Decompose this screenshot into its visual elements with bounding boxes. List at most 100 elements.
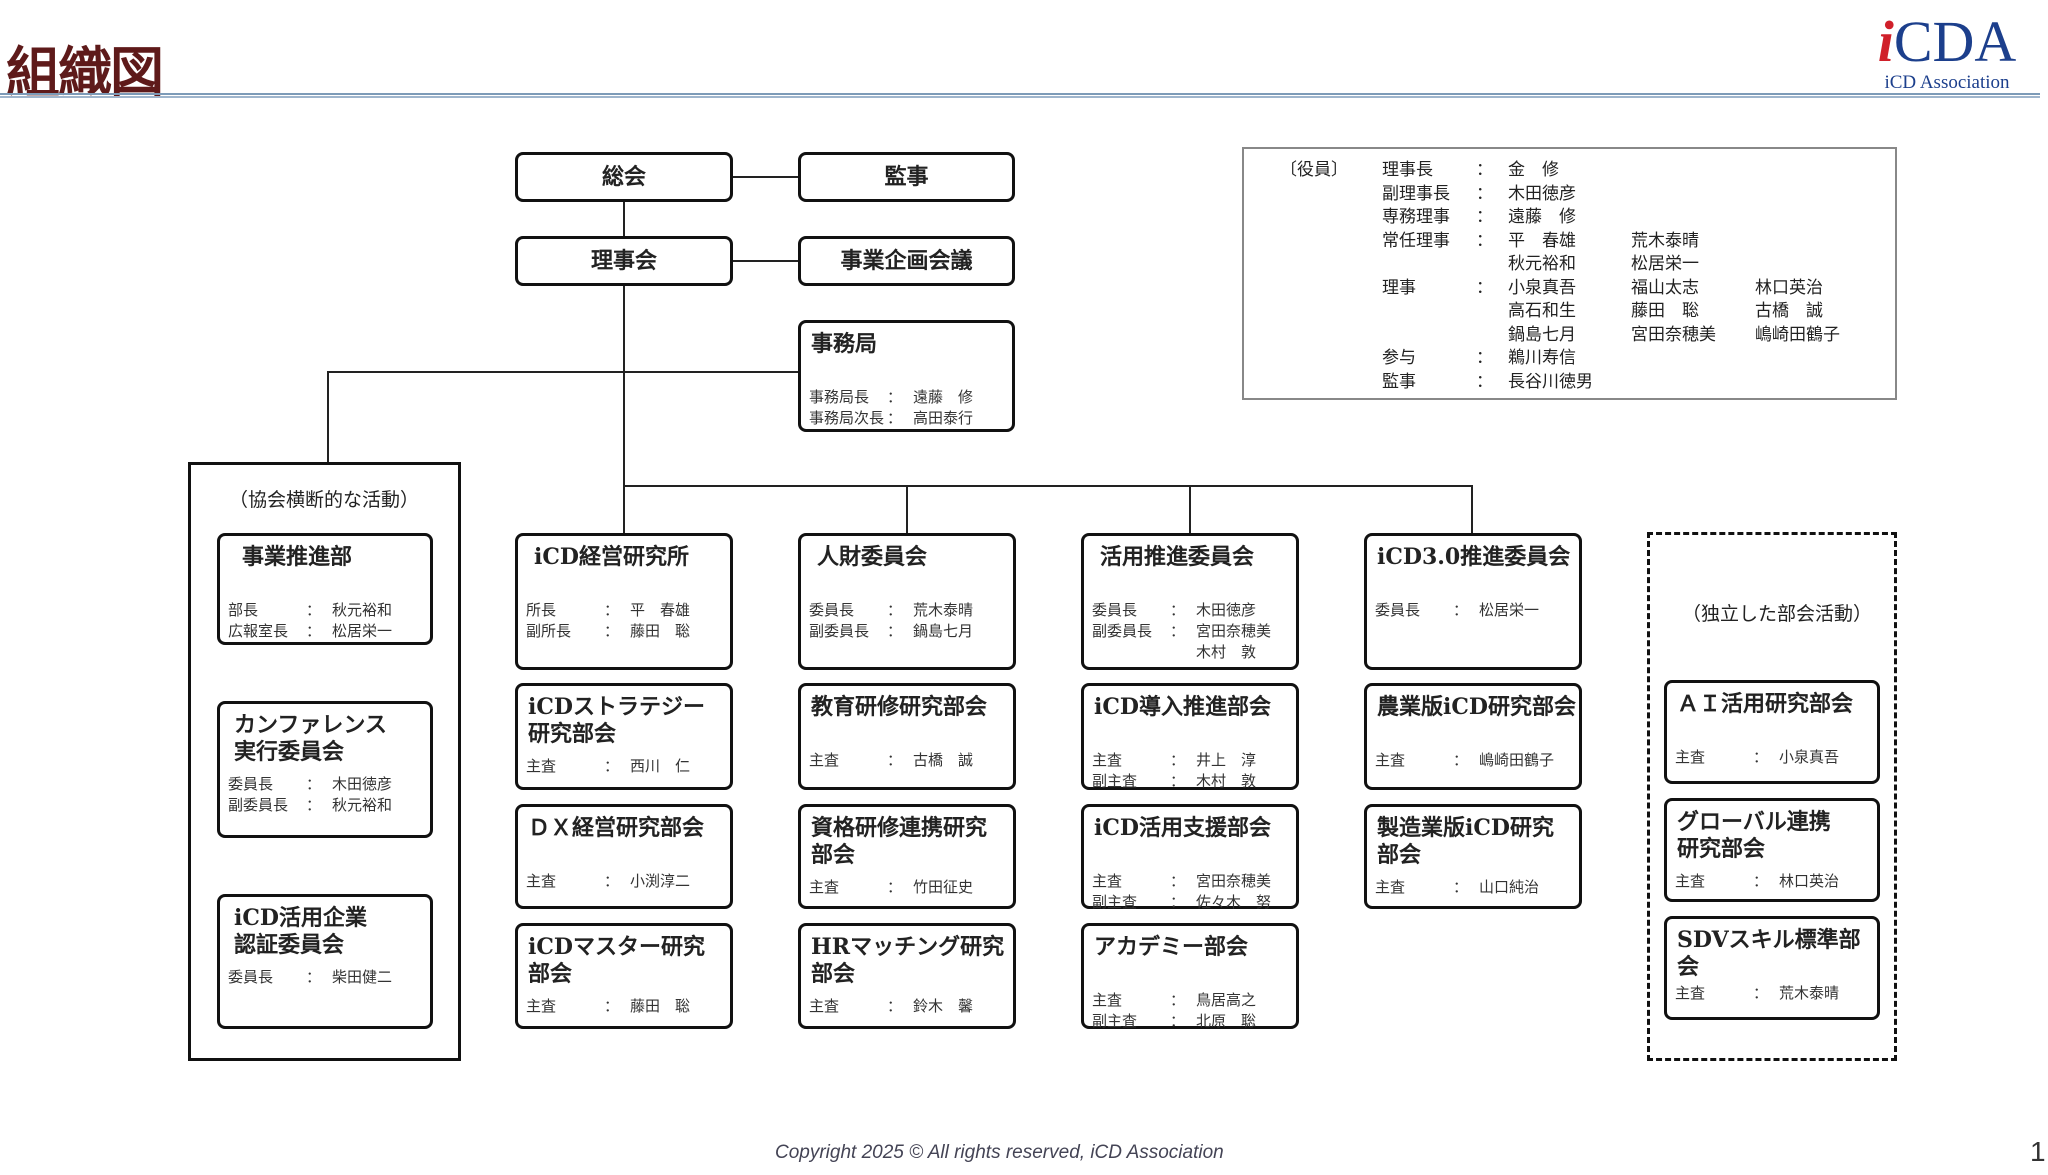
member-name: 荒木泰晴 bbox=[913, 601, 974, 619]
separator: ： bbox=[887, 878, 903, 896]
member-role: 副委員長 bbox=[228, 796, 289, 814]
member-name: 秋元裕和 bbox=[332, 601, 393, 619]
member-role: 副所長 bbox=[526, 622, 572, 640]
member-name: 木田徳彦 bbox=[1196, 601, 1257, 619]
separator: ： bbox=[1170, 622, 1186, 640]
member-role: 委員長 bbox=[809, 601, 855, 619]
member-row: 副委員長：宮田奈穂美 bbox=[1092, 621, 1271, 642]
member-row: 副主査：木村 敦 bbox=[1092, 771, 1256, 792]
box-title: 総会 bbox=[601, 163, 646, 190]
box-members: 主査：西川 仁 bbox=[526, 756, 690, 777]
member-name: 佐々木 努 bbox=[1196, 893, 1272, 911]
officer-role: 専務理事 bbox=[1382, 207, 1450, 227]
member-name: 柴田健二 bbox=[332, 968, 393, 986]
separator: ： bbox=[887, 409, 903, 427]
separator: ： bbox=[1170, 751, 1186, 769]
member-row: 委員長：荒木泰晴 bbox=[809, 600, 973, 621]
member-role: 委員長 bbox=[228, 775, 274, 793]
org-unit-box: 活用推進委員会委員長：木田徳彦副委員長：宮田奈穂美木村 敦 bbox=[1081, 533, 1299, 670]
member-row: 副委員長：秋元裕和 bbox=[228, 795, 392, 816]
org-unit-box: iCD活用支援部会主査：宮田奈穂美副主査：佐々木 努 bbox=[1081, 804, 1299, 911]
box-title: 事業企画会議 bbox=[840, 247, 973, 274]
box-title: iCD活用支援部会 bbox=[1094, 815, 1271, 841]
officer-role: 常任理事 bbox=[1382, 230, 1450, 251]
member-name: 宮田奈穂美 bbox=[1196, 872, 1272, 890]
officer-name: 遠藤 修 bbox=[1508, 207, 1576, 227]
box-title: iCD経営研究所 bbox=[534, 544, 689, 570]
member-name: 竹田征史 bbox=[913, 878, 974, 896]
member-role bbox=[1092, 642, 1170, 663]
separator: ： bbox=[1476, 230, 1493, 251]
box-title: 事務局 bbox=[811, 331, 878, 357]
cross-activities-group: （協会横断的な活動） bbox=[188, 462, 461, 1061]
member-name: 木村 敦 bbox=[1196, 643, 1257, 661]
member-row: 事務局次長：高田泰行 bbox=[809, 408, 973, 429]
box-members: 事務局長：遠藤 修事務局次長：高田泰行 bbox=[809, 387, 973, 429]
box-members: 部長：秋元裕和広報室長：松居栄一 bbox=[228, 600, 392, 642]
logo-mark-i: i bbox=[1877, 9, 1894, 74]
member-row: 木村 敦 bbox=[1092, 642, 1271, 663]
box-title: カンファレンス 実行委員会 bbox=[234, 712, 387, 765]
separator: ： bbox=[1476, 371, 1493, 392]
member-role: 主査 bbox=[526, 872, 557, 890]
member-name: 西川 仁 bbox=[630, 757, 691, 775]
org-unit-box: 教育研修研究部会主査：古橋 誠 bbox=[798, 683, 1016, 790]
org-unit-box: iCD導入推進部会主査：井上 淳副主査：木村 敦 bbox=[1081, 683, 1299, 790]
box-members: 委員長：木田徳彦副委員長：宮田奈穂美木村 敦 bbox=[1092, 600, 1271, 663]
separator: ： bbox=[604, 601, 620, 619]
member-role: 主査 bbox=[1092, 751, 1123, 769]
member-role: 副主査 bbox=[1092, 1012, 1138, 1030]
member-name: 井上 淳 bbox=[1196, 751, 1257, 769]
connector-line bbox=[1189, 485, 1191, 533]
box-members: 主査：竹田征史 bbox=[809, 877, 973, 898]
box-title: 人財委員会 bbox=[817, 544, 928, 570]
box-members: 主査：宮田奈穂美副主査：佐々木 努 bbox=[1092, 871, 1271, 913]
copyright: Copyright 2025 © All rights reserved, iC… bbox=[775, 1142, 1224, 1163]
separator: ： bbox=[1170, 991, 1186, 1009]
member-role: 委員長 bbox=[1375, 601, 1421, 619]
connector-line bbox=[327, 371, 798, 373]
logo-mark: CDA bbox=[1893, 9, 2017, 74]
member-role: 主査 bbox=[809, 751, 840, 769]
member-row: 主査：竹田征史 bbox=[809, 877, 973, 898]
member-name: 木田徳彦 bbox=[332, 775, 393, 793]
officer-role: 理事長 bbox=[1382, 160, 1433, 180]
org-unit-box: HRマッチング研究 部会主査：鈴木 馨 bbox=[798, 923, 1016, 1029]
box-title: グローバル連携 研究部会 bbox=[1677, 809, 1831, 862]
box-title: iCD3.0推進委員会 bbox=[1377, 544, 1571, 570]
connector-line bbox=[1471, 485, 1473, 533]
member-role: 副主査 bbox=[1092, 772, 1138, 790]
separator: ： bbox=[306, 775, 322, 793]
separator: ： bbox=[887, 622, 903, 640]
org-unit-box: ＡＩ活用研究部会主査：小泉真吾 bbox=[1664, 680, 1880, 784]
officer-name: 福山太志 bbox=[1631, 277, 1699, 298]
officer-name: 鍋島七月 bbox=[1508, 324, 1576, 345]
connector-line bbox=[733, 260, 798, 262]
member-role: 副主査 bbox=[1092, 893, 1138, 911]
member-name: 藤田 聡 bbox=[630, 997, 691, 1015]
org-unit-box: iCDストラテジー 研究部会主査：西川 仁 bbox=[515, 683, 733, 790]
separator: ： bbox=[1753, 748, 1769, 766]
member-row: 主査：藤田 聡 bbox=[526, 996, 690, 1017]
officer-name: 鵜川寿信 bbox=[1508, 348, 1576, 368]
member-name: 小渕淳二 bbox=[630, 872, 691, 890]
member-role: 部長 bbox=[228, 601, 259, 619]
box-members: 主査：荒木泰晴 bbox=[1675, 983, 1839, 1004]
box-title: アカデミー部会 bbox=[1094, 934, 1249, 960]
separator: ： bbox=[306, 622, 322, 640]
logo-subtitle: iCD Association bbox=[1884, 72, 2010, 93]
box-title: 農業版iCD研究部会 bbox=[1377, 694, 1576, 720]
box-members: 委員長：松居栄一 bbox=[1375, 600, 1539, 621]
connector-line bbox=[623, 202, 625, 486]
officer-role: 副理事長 bbox=[1382, 183, 1450, 204]
org-unit-box: iCDマスター研究 部会主査：藤田 聡 bbox=[515, 923, 733, 1029]
member-role: 主査 bbox=[1375, 878, 1406, 896]
member-row: 事務局長：遠藤 修 bbox=[809, 387, 973, 408]
general-meeting-box: 総会 bbox=[515, 152, 733, 202]
officer-role: 理事 bbox=[1382, 277, 1416, 298]
separator: ： bbox=[306, 796, 322, 814]
separator: ： bbox=[306, 601, 322, 619]
member-row: 委員長：松居栄一 bbox=[1375, 600, 1539, 621]
org-unit-box: アカデミー部会主査：鳥居高之副主査：北原 聡 bbox=[1081, 923, 1299, 1030]
box-members: 主査：小泉真吾 bbox=[1675, 747, 1839, 768]
